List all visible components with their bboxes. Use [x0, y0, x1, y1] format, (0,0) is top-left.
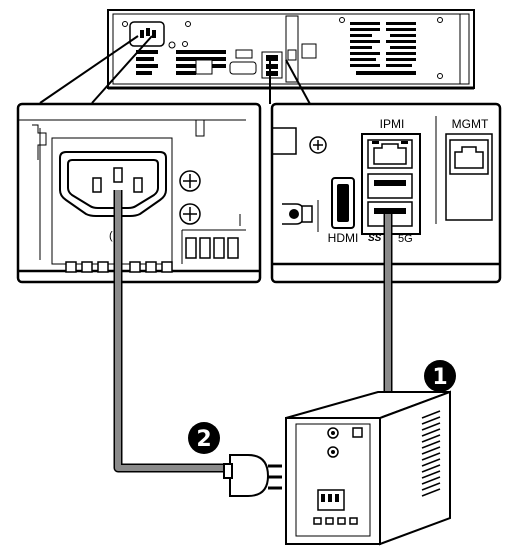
- grounding-screw-icon: [179, 170, 201, 225]
- power-inlet-zoom-panel: ( ): [16, 102, 262, 284]
- mgmt-label: MGMT: [452, 117, 489, 131]
- ups-unit-icon: [285, 390, 451, 546]
- usb-5g-label: 5G: [398, 233, 413, 245]
- ac-power-inlet-icon: [59, 151, 167, 217]
- callout-number-1: 1: [432, 365, 447, 390]
- ac-power-inlet-icon: [129, 21, 165, 47]
- server-rear-panel: [107, 9, 475, 90]
- ethernet-port-icon: [367, 139, 413, 169]
- ipmi-label: IPMI: [380, 117, 405, 131]
- callout-number-2: 2: [196, 427, 211, 452]
- ethernet-port-icon: [449, 139, 489, 175]
- callout-badge-1: 1: [424, 360, 456, 392]
- power-plug-icon: [223, 454, 282, 497]
- callout-badge-2: 2: [188, 422, 220, 454]
- power-cable: [113, 190, 238, 473]
- zoom-lines: [39, 35, 311, 105]
- hdmi-label: HDMI: [328, 231, 359, 245]
- hdmi-port-icon: [331, 177, 355, 229]
- grounding-screw-icon: [309, 136, 327, 154]
- ports-zoom-panel: HDMI IPMI SS 5G MGMT: [270, 102, 502, 284]
- usb-ss-label: SS: [368, 233, 382, 244]
